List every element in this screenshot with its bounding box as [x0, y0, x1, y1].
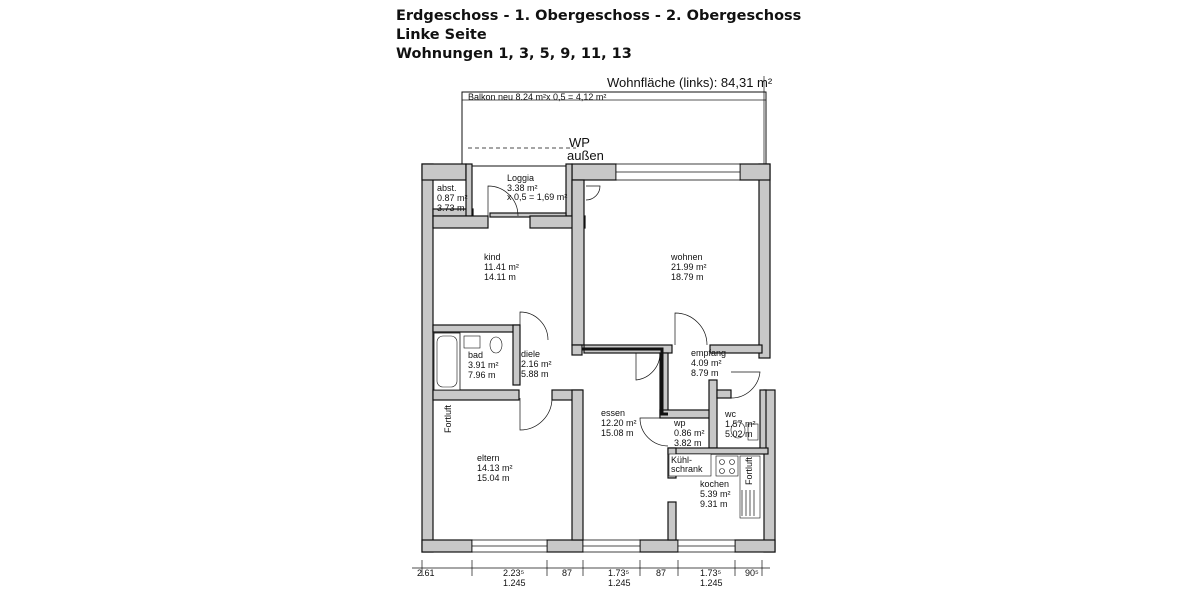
room-empfang-name: empfang	[691, 348, 726, 358]
stove-icon	[715, 455, 739, 477]
room-diele-name: diele	[521, 349, 540, 359]
room-bad-area: 3.91 m²	[468, 360, 499, 370]
dim-2-top: 2.23⁵	[503, 568, 525, 578]
wp-outside-label-2: außen	[567, 148, 604, 163]
balcony	[461, 91, 767, 167]
room-wp-perimeter: 3.82 m	[674, 438, 702, 448]
room-wc-area: 1.57 m²	[725, 419, 756, 429]
kitchen-counter	[739, 455, 761, 519]
room-empfang-perimeter: 8.79 m	[691, 368, 719, 378]
room-wohnen-name: wohnen	[670, 252, 703, 262]
room-essen-area: 12.20 m²	[601, 418, 637, 428]
room-kind-name: kind	[484, 252, 501, 262]
duct-line	[582, 347, 668, 416]
dimension-line	[412, 560, 770, 576]
room-diele-area: 2.16 m²	[521, 359, 552, 369]
room-abst-name: abst.	[437, 183, 457, 193]
room-eltern-name: eltern	[477, 453, 500, 463]
windows	[471, 163, 741, 553]
room-wohnen-area: 21.99 m²	[671, 262, 707, 272]
fridge-label-2: schrank	[671, 464, 703, 474]
doors	[487, 185, 761, 447]
dim-6-bottom: 1.245	[700, 578, 723, 588]
exhaust-label-left: Fortluft	[443, 404, 453, 433]
balcony-label: Balkon neu 8.24 m²x 0,5 = 4,12 m²	[468, 92, 606, 102]
room-essen-perimeter: 15.08 m	[601, 428, 634, 438]
room-bad-name: bad	[468, 350, 483, 360]
dim-4-top: 1.73⁵	[608, 568, 630, 578]
dim-3: 87	[562, 568, 572, 578]
room-wc-name: wc	[724, 409, 736, 419]
room-diele-perimeter: 5.88 m	[521, 369, 549, 379]
room-loggia-extra: x 0,5 = 1,69 m²	[507, 192, 567, 202]
room-wc-perimeter: 5.02 m	[725, 429, 753, 439]
dim-6-top: 1.73⁵	[700, 568, 722, 578]
room-wohnen-perimeter: 18.79 m	[671, 272, 704, 282]
bathtub	[433, 332, 461, 391]
drainboard-icon	[741, 490, 755, 516]
room-empfang-area: 4.09 m²	[691, 358, 722, 368]
dim-4-bottom: 1.245	[608, 578, 631, 588]
plan-header-side: Linke Seite	[396, 27, 487, 43]
dim-5: 87	[656, 568, 666, 578]
room-essen-name: essen	[601, 408, 625, 418]
wc-sink-icon	[747, 423, 759, 441]
exhaust-label-right: Fortluft	[744, 456, 754, 485]
room-kind-perimeter: 14.11 m	[484, 272, 516, 282]
room-kochen-name: kochen	[700, 479, 729, 489]
room-eltern-perimeter: 15.04 m	[477, 473, 510, 483]
room-kochen-area: 5.39 m²	[700, 489, 731, 499]
room-loggia-area: 3.38 m²	[507, 183, 538, 193]
room-kind-area: 11.41 m²	[484, 262, 519, 272]
wp-outside-label-1: WP	[569, 135, 590, 150]
room-wp-name: wp	[673, 418, 686, 428]
living-area-total: Wohnfläche (links): 84,31 m²	[607, 75, 773, 90]
outer-walls	[421, 163, 776, 553]
fridge-box	[668, 453, 712, 477]
plan-header-apartments: Wohnungen 1, 3, 5, 9, 11, 13	[396, 46, 632, 62]
dim-7: 90⁵	[745, 568, 759, 578]
room-wp-area: 0.86 m²	[674, 428, 705, 438]
sink-icon	[463, 335, 481, 349]
room-abst-perimeter: 3.73 m	[437, 203, 465, 213]
fridge-label-1: Kühl-	[671, 455, 692, 465]
room-abst-area: 0.87 m²	[437, 193, 468, 203]
toilet-icon	[489, 336, 503, 354]
room-kochen-perimeter: 9.31 m	[700, 499, 728, 509]
dim-1: 2.61	[417, 568, 435, 578]
plan-header-floors: Erdgeschoss - 1. Obergeschoss - 2. Oberg…	[396, 8, 802, 24]
wc-toilet-icon	[730, 421, 746, 439]
room-eltern-area: 14.13 m²	[477, 463, 513, 473]
room-bad-perimeter: 7.96 m	[468, 370, 496, 380]
dim-2-bottom: 1.245	[503, 578, 526, 588]
room-loggia-name: Loggia	[507, 173, 534, 183]
